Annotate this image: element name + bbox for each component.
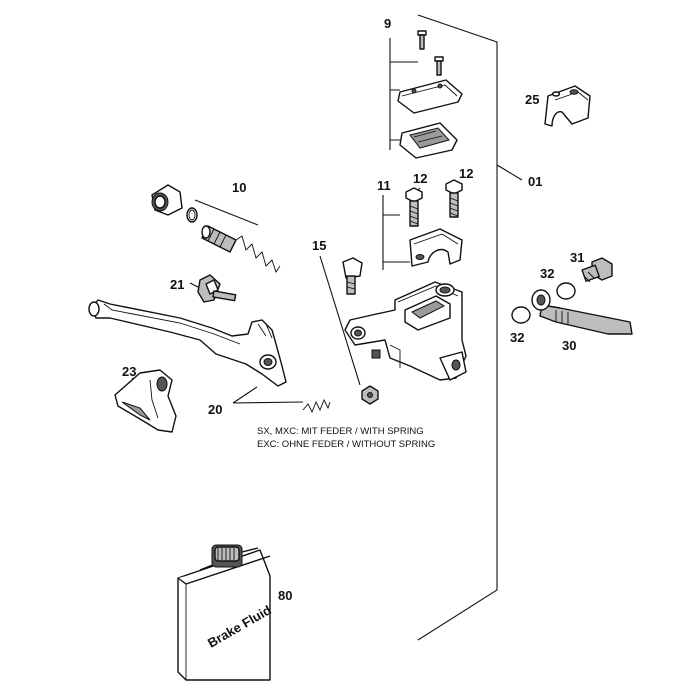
callout-12-left: 12	[413, 171, 427, 186]
piston-boot	[151, 184, 183, 216]
piston-kit-10	[151, 184, 281, 274]
callout-31: 31	[570, 250, 584, 265]
callout-23: 23	[122, 364, 136, 379]
callout-01: 01	[528, 174, 542, 189]
brake-lever-20	[88, 299, 331, 414]
pivot-nut	[361, 385, 379, 405]
banjo-washer-left	[511, 306, 531, 324]
callout-12-right: 12	[459, 166, 473, 181]
callout-80: 80	[278, 588, 292, 603]
reservoir-cap	[397, 79, 463, 114]
master-cylinder-body	[344, 281, 467, 381]
callout-9: 9	[384, 16, 391, 31]
spring-note-line-2: EXC: OHNE FEDER / WITHOUT SPRING	[257, 439, 435, 450]
callout-25: 25	[525, 92, 539, 107]
reservoir-cap-assembly-9	[389, 30, 463, 159]
reservoir-diaphragm	[399, 122, 458, 159]
lower-clamp	[409, 228, 463, 267]
adjuster-21	[189, 274, 237, 303]
cap-screw-lower	[434, 56, 444, 76]
spring-note: SX, MXC: MIT FEDER / WITH SPRING EXC: OH…	[257, 426, 435, 450]
bottle-cap	[211, 544, 243, 568]
circlip	[186, 207, 198, 223]
banjo-bolt-31	[581, 257, 613, 283]
clamp-bolt-1	[405, 187, 423, 227]
pivot-bolt	[342, 257, 363, 295]
cap-screw-upper	[417, 30, 427, 50]
callout-11: 11	[377, 178, 391, 193]
lever-guard-23	[114, 369, 177, 433]
brake-hose-30	[539, 304, 633, 335]
handlebar-clamp-25	[544, 85, 591, 127]
callout-10: 10	[232, 180, 246, 195]
callout-21: 21	[170, 277, 184, 292]
callout-32-upper: 32	[540, 266, 554, 281]
callout-20: 20	[208, 402, 222, 417]
banjo-washer-right	[556, 282, 576, 300]
lever-spring	[302, 398, 331, 414]
clamp-with-bolts-11-12	[382, 179, 463, 270]
brake-lever	[88, 299, 287, 387]
callout-32-lower: 32	[510, 330, 524, 345]
callout-labels: 01 9 10 11 12 12 15 20 21 23 25 30 31 32…	[122, 16, 584, 603]
piston-spring	[235, 235, 281, 274]
banjo-fitting	[531, 289, 551, 311]
callout-15: 15	[312, 238, 326, 253]
brake-fluid-bottle-80: Brake Fluid	[177, 544, 274, 681]
assembly-bracket-01	[417, 14, 523, 641]
pivot-bolt-15	[319, 255, 379, 405]
piston	[201, 225, 237, 253]
callout-30: 30	[562, 338, 576, 353]
spring-note-line-1: SX, MXC: MIT FEDER / WITH SPRING	[257, 426, 424, 437]
clamp-bolt-2	[445, 179, 463, 218]
